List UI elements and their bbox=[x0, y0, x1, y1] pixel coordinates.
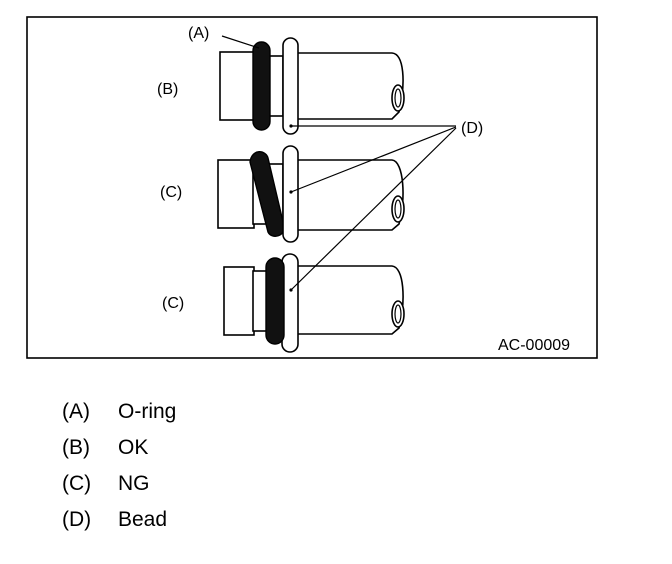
pipe-end-opening bbox=[391, 195, 405, 223]
assembly-ng-on-bead bbox=[223, 253, 405, 353]
legend-label: NG bbox=[118, 472, 150, 495]
legend-item: (A) O-ring bbox=[62, 394, 176, 430]
legend-key: (D) bbox=[62, 508, 92, 531]
pipe-body bbox=[290, 52, 404, 120]
callout-c-lower: (C) bbox=[162, 295, 184, 312]
fitting-body bbox=[219, 51, 257, 121]
callout-c-upper: (C) bbox=[160, 184, 182, 201]
callout-a: (A) bbox=[188, 25, 209, 42]
legend-key: (B) bbox=[62, 436, 90, 459]
fitting-body bbox=[217, 159, 255, 229]
assembly-ng-tilted bbox=[217, 145, 405, 243]
pipe-o-ring-diagram: (A) (B) (C) (C) (D) AC-00009 bbox=[26, 16, 598, 359]
bead bbox=[282, 145, 299, 243]
legend-label: O-ring bbox=[118, 400, 177, 423]
pipe-end-opening bbox=[391, 84, 405, 112]
leader-line-d3 bbox=[290, 127, 457, 291]
legend-item: (B) OK bbox=[62, 430, 176, 466]
fitting-body bbox=[223, 266, 255, 336]
pipe-body bbox=[290, 159, 404, 231]
legend: (A) O-ring (B) OK (C) NG (D) Bead bbox=[62, 394, 176, 538]
legend-item: (C) NG bbox=[62, 466, 176, 502]
legend-label: OK bbox=[118, 436, 149, 459]
o-ring bbox=[265, 257, 285, 345]
o-ring bbox=[252, 41, 271, 131]
bead bbox=[282, 37, 299, 135]
figure-code: AC-00009 bbox=[498, 337, 570, 354]
callout-b: (B) bbox=[157, 81, 178, 98]
legend-key: (C) bbox=[62, 472, 92, 495]
legend-label: Bead bbox=[118, 508, 168, 531]
leader-line-a bbox=[221, 35, 260, 49]
assembly-ok bbox=[219, 37, 405, 135]
legend-item: (D) Bead bbox=[62, 502, 176, 538]
pipe-body bbox=[290, 265, 404, 335]
callout-d: (D) bbox=[461, 120, 483, 137]
leader-line-d2 bbox=[290, 126, 457, 193]
pipe-end-opening bbox=[391, 300, 405, 328]
legend-key: (A) bbox=[62, 400, 90, 423]
